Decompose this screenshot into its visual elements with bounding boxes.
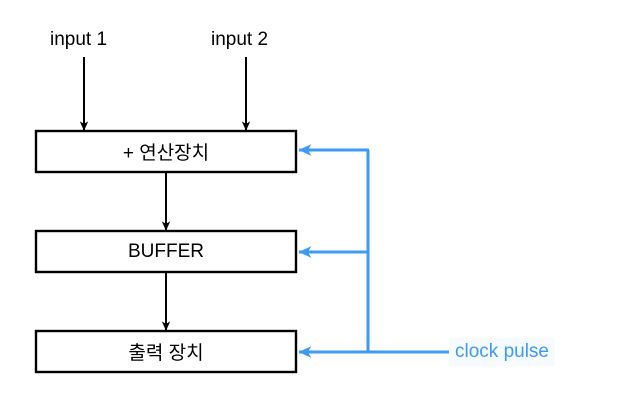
box-arithmetic-unit[interactable] <box>34 129 298 174</box>
box-arithmetic-unit-label: + 연산장치 <box>122 143 210 164</box>
box-buffer[interactable] <box>34 229 298 274</box>
input-2-label: input 2 <box>211 29 269 50</box>
box-output-device-label: 출력 장치 <box>128 343 204 364</box>
box-output-device[interactable] <box>34 329 298 374</box>
box-buffer-label: BUFFER <box>128 240 204 262</box>
input-1-label: input 1 <box>50 29 108 50</box>
clock-pulse-label: clock pulse <box>449 338 555 366</box>
